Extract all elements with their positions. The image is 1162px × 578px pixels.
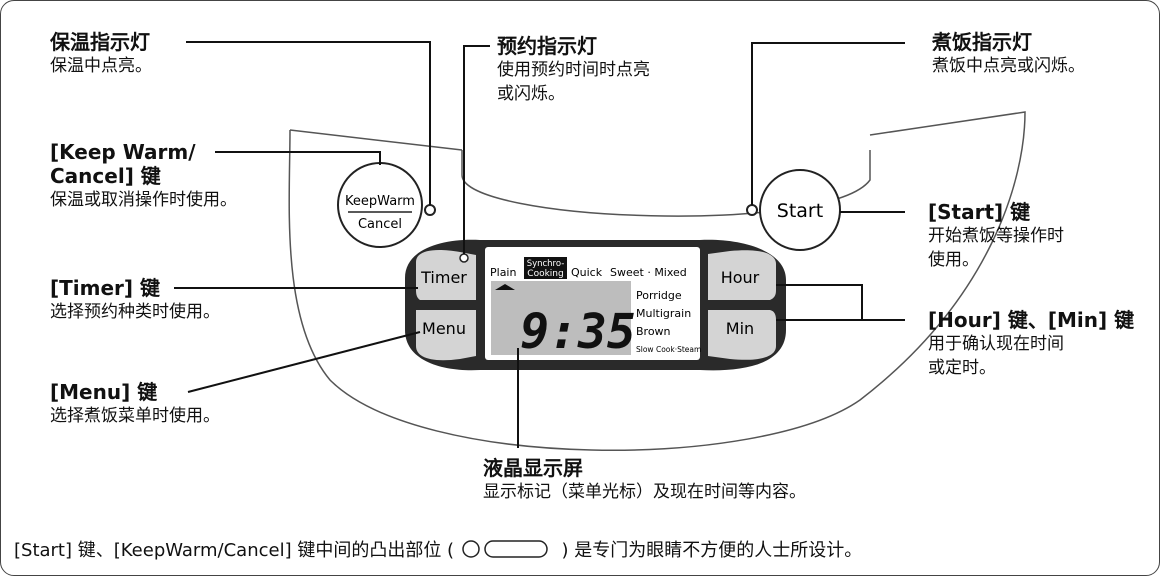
- leader-keep-warm-key: [215, 151, 381, 165]
- menu-button-shape[interactable]: [416, 310, 476, 361]
- callout-title: 煮饭指示灯: [932, 30, 1032, 54]
- cancel-button-label: Cancel: [358, 217, 402, 232]
- footnote: [Start] 键、[KeepWarm/Cancel] 键中间的凸出部位 ( )…: [14, 536, 862, 562]
- callout-desc: 用于确认现在时间: [928, 334, 1064, 354]
- callout-title: 保温指示灯: [50, 30, 150, 54]
- lcd-menu-cooking: Cooking: [527, 269, 563, 279]
- keep-warm-light-icon: [424, 204, 436, 216]
- callout-desc: 使用。: [928, 250, 979, 270]
- callout-desc: 开始煮饭等操作时: [928, 226, 1064, 246]
- callout-keep-warm-key: [Keep Warm/ Cancel] 键 保温或取消操作时使用。: [50, 140, 237, 212]
- leader-cook-light: [751, 42, 905, 205]
- start-button-shape[interactable]: [759, 169, 841, 251]
- callout-menu-key: [Menu] 键 选择煮饭菜单时使用。: [50, 380, 220, 428]
- callout-title: [Menu] 键: [50, 380, 158, 404]
- callout-desc: 选择煮饭菜单时使用。: [50, 406, 220, 426]
- callout-desc: 煮饭中点亮或闪烁。: [932, 56, 1085, 76]
- lcd-menu-porridge: Porridge: [636, 289, 682, 302]
- hour-button-label: Hour: [721, 268, 760, 287]
- callout-desc: 或闪烁。: [497, 84, 565, 104]
- panel-inner-bowl: [461, 150, 871, 217]
- lcd-menu-synchro: Synchro-: [527, 259, 565, 269]
- callout-desc: 或定时。: [928, 358, 996, 378]
- leader-hour-key: [776, 284, 863, 320]
- lcd-menu-cursor-icon: [495, 284, 515, 290]
- lcd-menu-quick: Quick: [571, 266, 603, 279]
- leader-timer-light: [463, 45, 490, 254]
- lcd-menu-sweet-mixed: Sweet · Mixed: [610, 266, 687, 279]
- callout-cook-light: 煮饭指示灯 煮饭中点亮或闪烁。: [932, 30, 1085, 78]
- timer-button-label: Timer: [420, 268, 467, 287]
- callout-desc: 选择预约种类时使用。: [50, 302, 220, 322]
- lcd-time-display: 9:35: [520, 304, 636, 360]
- callout-timer-key: [Timer] 键 选择预约种类时使用。: [50, 276, 220, 324]
- callout-timer-light: 预约指示灯 使用预约时间时点亮 或闪烁。: [497, 34, 650, 106]
- menu-button-label: Menu: [422, 319, 466, 338]
- callout-desc: 使用预约时间时点亮: [497, 60, 650, 80]
- lcd-menu-brown: Brown: [636, 325, 671, 338]
- callout-lcd: 液晶显示屏 显示标记（菜单光标）及现在时间等内容。: [483, 456, 806, 504]
- footnote-text-before: [Start] 键、[KeepWarm/Cancel] 键中间的凸出部位 (: [14, 540, 455, 561]
- timer-button-shape[interactable]: [416, 250, 476, 300]
- start-button-label: Start: [777, 200, 823, 222]
- callout-keep-warm-light: 保温指示灯 保温中点亮。: [50, 30, 152, 78]
- callout-hour-min-key: [Hour] 键、[Min] 键 用于确认现在时间 或定时。: [928, 308, 1134, 380]
- callout-desc: 保温中点亮。: [50, 56, 152, 76]
- cook-light-icon: [746, 204, 758, 216]
- callout-title: [Timer] 键: [50, 276, 161, 300]
- callout-desc: 显示标记（菜单光标）及现在时间等内容。: [483, 482, 806, 502]
- callout-title: [Start] 键: [928, 200, 1031, 224]
- lcd-menu-multigrain: Multigrain: [636, 307, 691, 320]
- lcd-menu-slowcook-steam: Slow Cook·Steam: [636, 345, 701, 354]
- min-button-shape[interactable]: [708, 310, 776, 360]
- callout-title: Cancel] 键: [50, 164, 161, 188]
- callout-title: [Keep Warm/: [50, 140, 196, 164]
- hour-button-shape[interactable]: [708, 250, 776, 300]
- lcd-synchro-highlight: [524, 257, 567, 279]
- leader-keep-warm-light: [186, 41, 431, 205]
- min-button-label: Min: [726, 319, 754, 338]
- callout-title: 液晶显示屏: [483, 456, 583, 480]
- callout-title: 预约指示灯: [497, 34, 597, 58]
- raised-marks-icon: [462, 540, 548, 558]
- callout-start-key: [Start] 键 开始煮饭等操作时 使用。: [928, 200, 1064, 272]
- lcd-menu-plain: Plain: [490, 266, 516, 279]
- footnote-text-after: ) 是专门为眼睛不方便的人士所设计。: [561, 540, 863, 561]
- keepwarm-button-label: KeepWarm: [345, 194, 415, 209]
- timer-light-icon: [459, 253, 469, 263]
- callout-desc: 保温或取消操作时使用。: [50, 190, 237, 210]
- leader-menu-key: [187, 331, 421, 393]
- lcd-segment-panel: [491, 281, 631, 355]
- callout-title: [Hour] 键、[Min] 键: [928, 308, 1135, 332]
